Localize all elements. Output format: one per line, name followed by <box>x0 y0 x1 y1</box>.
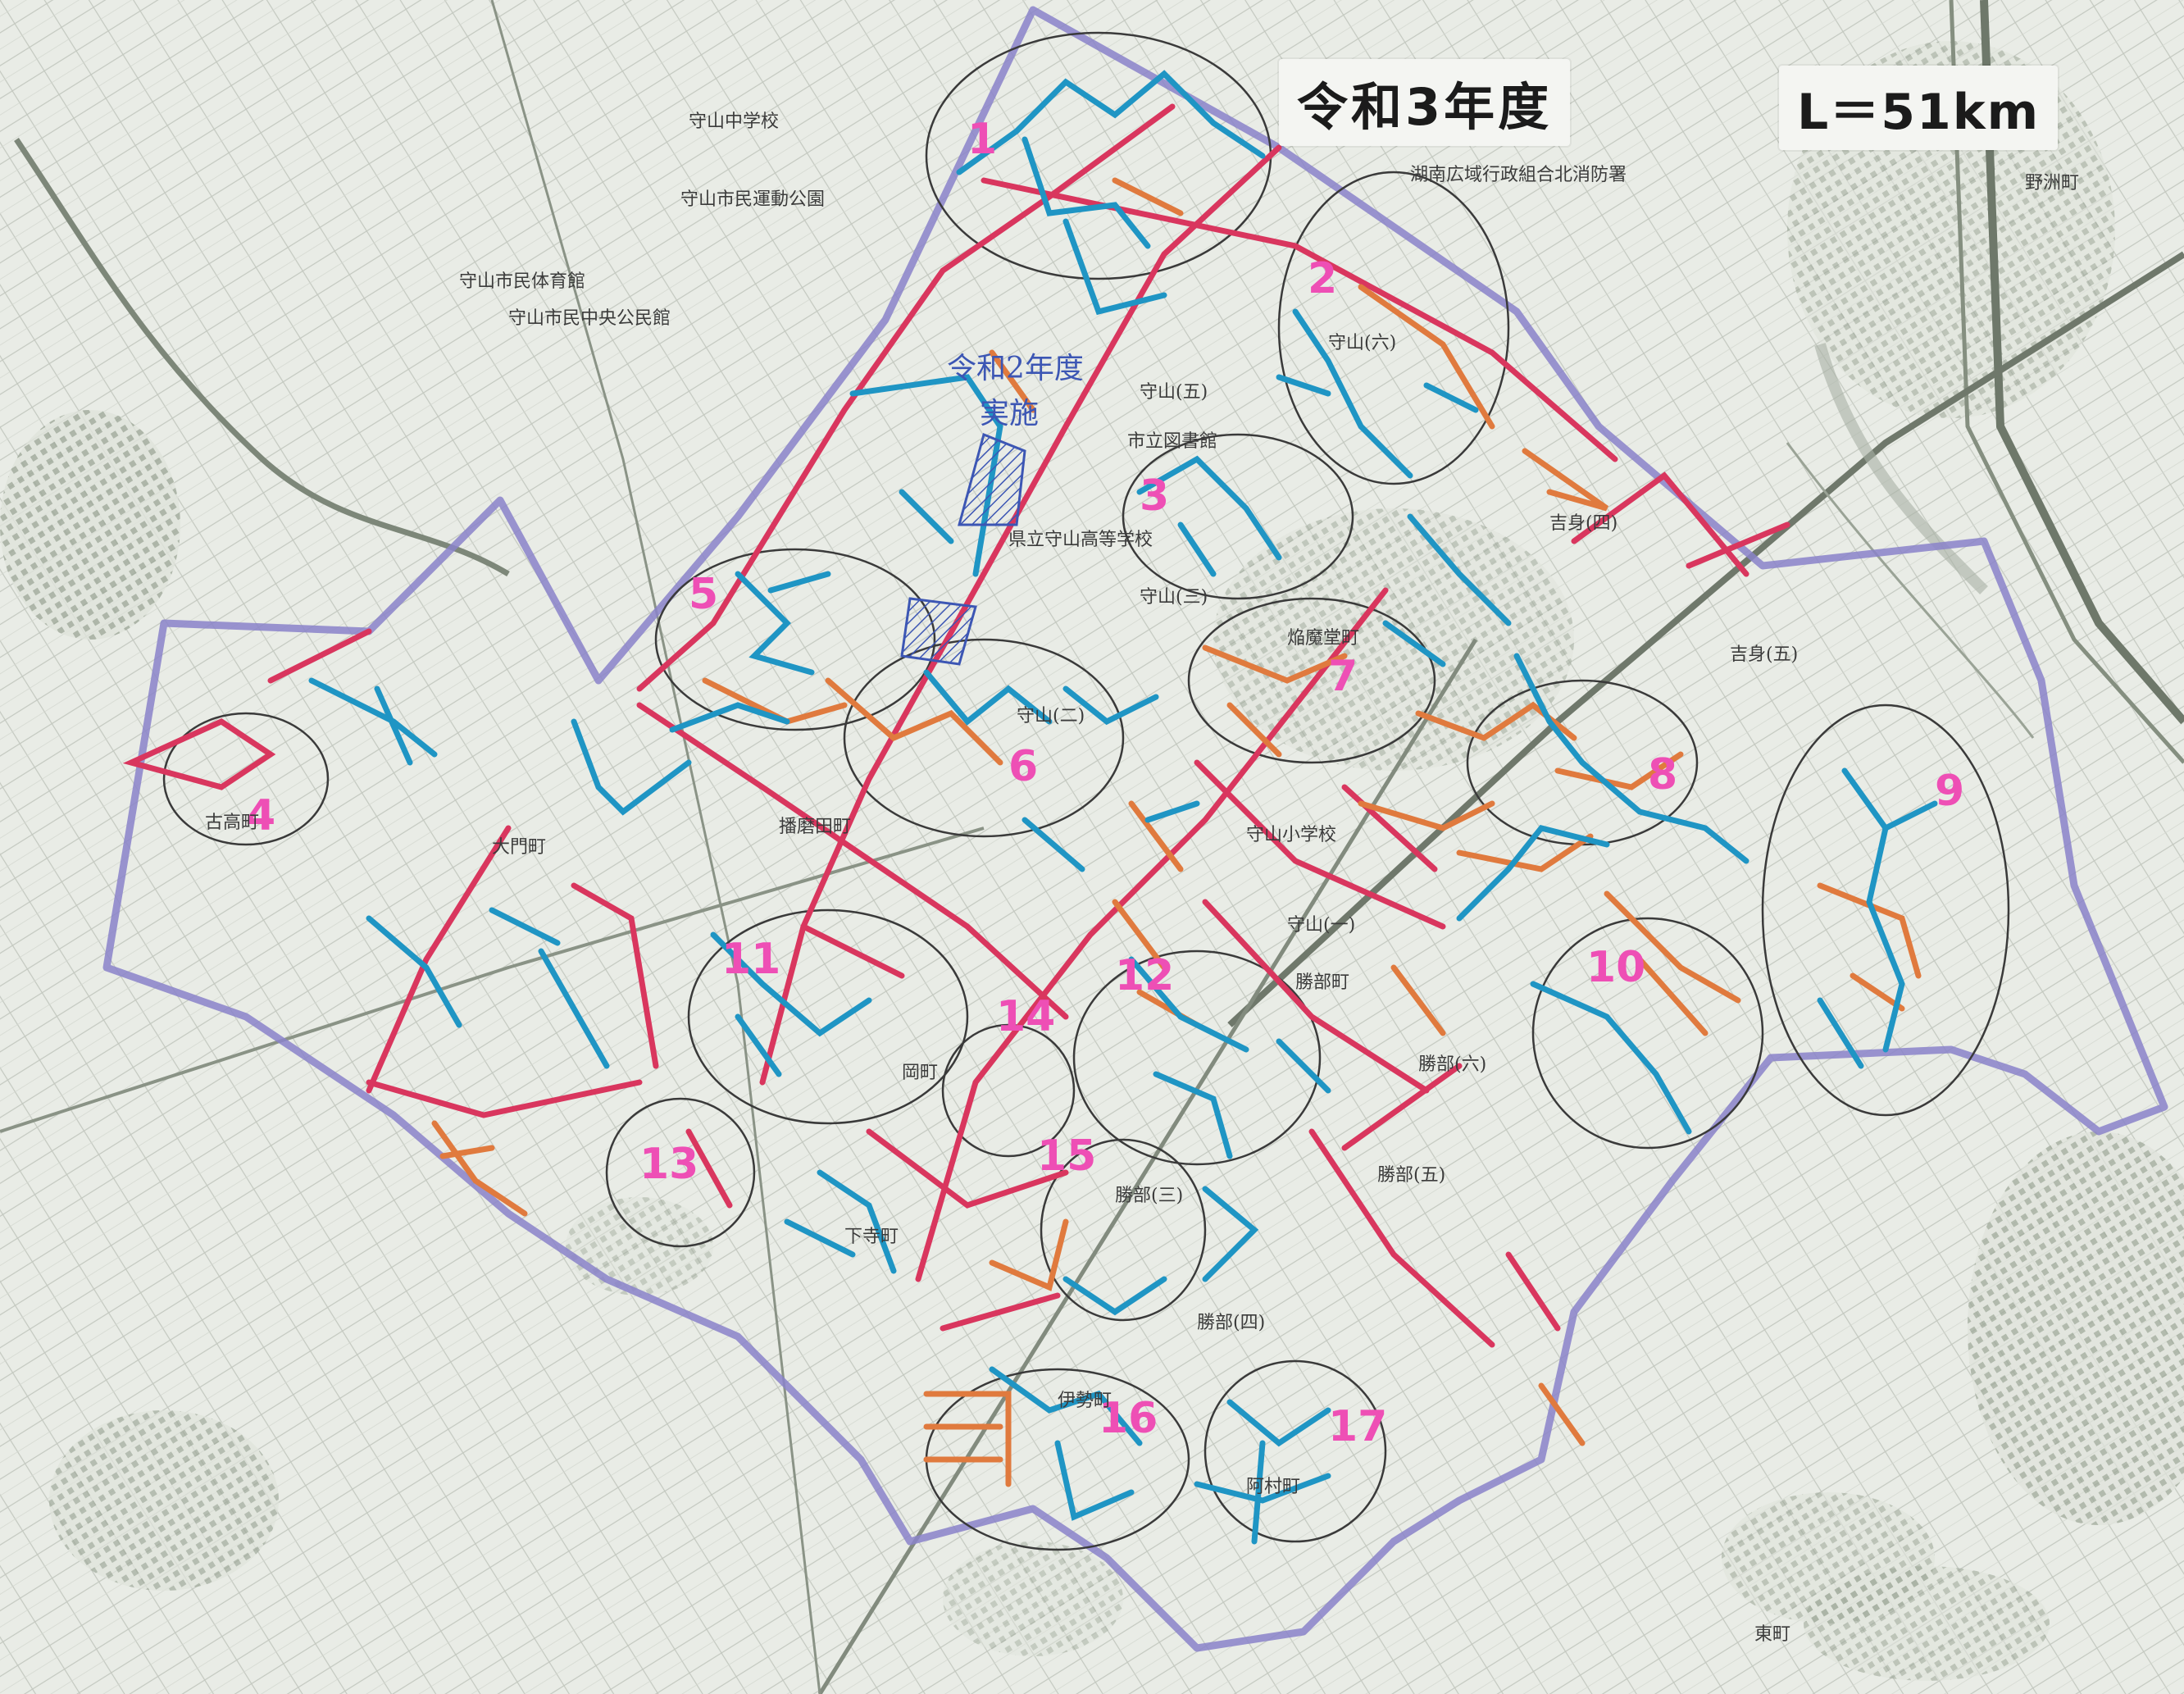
handwritten-note-line1: 令和2年度 <box>947 352 1084 385</box>
place-label: 守山中学校 <box>689 112 780 132</box>
handwritten-note-line2: 実施 <box>980 397 1040 430</box>
district-outlines <box>162 31 2010 1551</box>
place-label: 市立図書館 <box>1127 431 1218 452</box>
place-label: 勝部(六) <box>1418 1054 1487 1075</box>
place-label: 古高町 <box>205 813 260 833</box>
district-number: 17 <box>1328 1402 1388 1451</box>
pipes-orange <box>431 177 1922 1487</box>
place-label: 岡町 <box>902 1063 939 1083</box>
place-label: 守山(三) <box>1140 587 1208 608</box>
district-number: 15 <box>1037 1132 1097 1181</box>
place-label: 播磨田町 <box>779 817 852 837</box>
district-number: 6 <box>1008 742 1039 791</box>
district-number: 2 <box>1308 254 1338 303</box>
district-number: 10 <box>1586 943 1646 992</box>
district-number: 11 <box>721 935 781 984</box>
place-label: 勝部(三) <box>1115 1186 1184 1206</box>
place-label: 勝部(五) <box>1377 1165 1446 1186</box>
district-number: 16 <box>1099 1394 1158 1443</box>
place-label: 伊勢町 <box>1058 1391 1112 1411</box>
pipes-blue <box>308 70 1938 1545</box>
total-length-label: L＝51km <box>1779 66 2059 150</box>
place-label: 守山市民体育館 <box>459 271 586 292</box>
place-label: 野洲町 <box>2025 173 2080 194</box>
pipes-red <box>122 103 1790 1348</box>
district-number: 8 <box>1648 750 1678 799</box>
district-number: 12 <box>1115 951 1175 1000</box>
place-label: 下寺町 <box>844 1227 899 1247</box>
project-boundary <box>102 6 2168 1652</box>
place-label: 勝部町 <box>1295 972 1350 993</box>
district-number: 7 <box>1328 652 1358 701</box>
district-number: 3 <box>1140 471 1170 521</box>
district-number: 5 <box>689 570 719 619</box>
place-label: 大門町 <box>492 837 547 858</box>
district-number: 4 <box>246 791 276 840</box>
place-label: 守山(六) <box>1328 333 1397 353</box>
place-label: 守山市民運動公園 <box>680 189 826 210</box>
place-label: 湖南広域行政組合北消防署 <box>1410 165 1627 185</box>
map-title: 令和3年度 <box>1279 59 1571 146</box>
district-number: 1 <box>967 115 998 164</box>
place-label: 東町 <box>1754 1624 1791 1645</box>
place-label: 守山(二) <box>1017 706 1085 726</box>
district-number: 14 <box>996 992 1056 1041</box>
place-label: 県立守山高等学校 <box>1008 530 1153 550</box>
place-label: 守山小学校 <box>1246 825 1337 845</box>
place-label: 焔魔堂町 <box>1287 628 1360 649</box>
place-label: 吉身(五) <box>1730 644 1799 665</box>
place-label: 阿村町 <box>1246 1477 1301 1497</box>
place-label: 守山市民中央公民館 <box>508 308 671 329</box>
previous-year-area <box>958 432 1026 526</box>
place-label: 守山(一) <box>1287 915 1356 936</box>
district-number: 13 <box>639 1140 699 1189</box>
place-label: 勝部(四) <box>1197 1313 1266 1333</box>
place-label: 守山(五) <box>1140 382 1208 403</box>
previous-year-area-2 <box>900 597 977 666</box>
district-number: 9 <box>1935 767 1965 816</box>
place-label: 吉身(四) <box>1549 513 1618 534</box>
